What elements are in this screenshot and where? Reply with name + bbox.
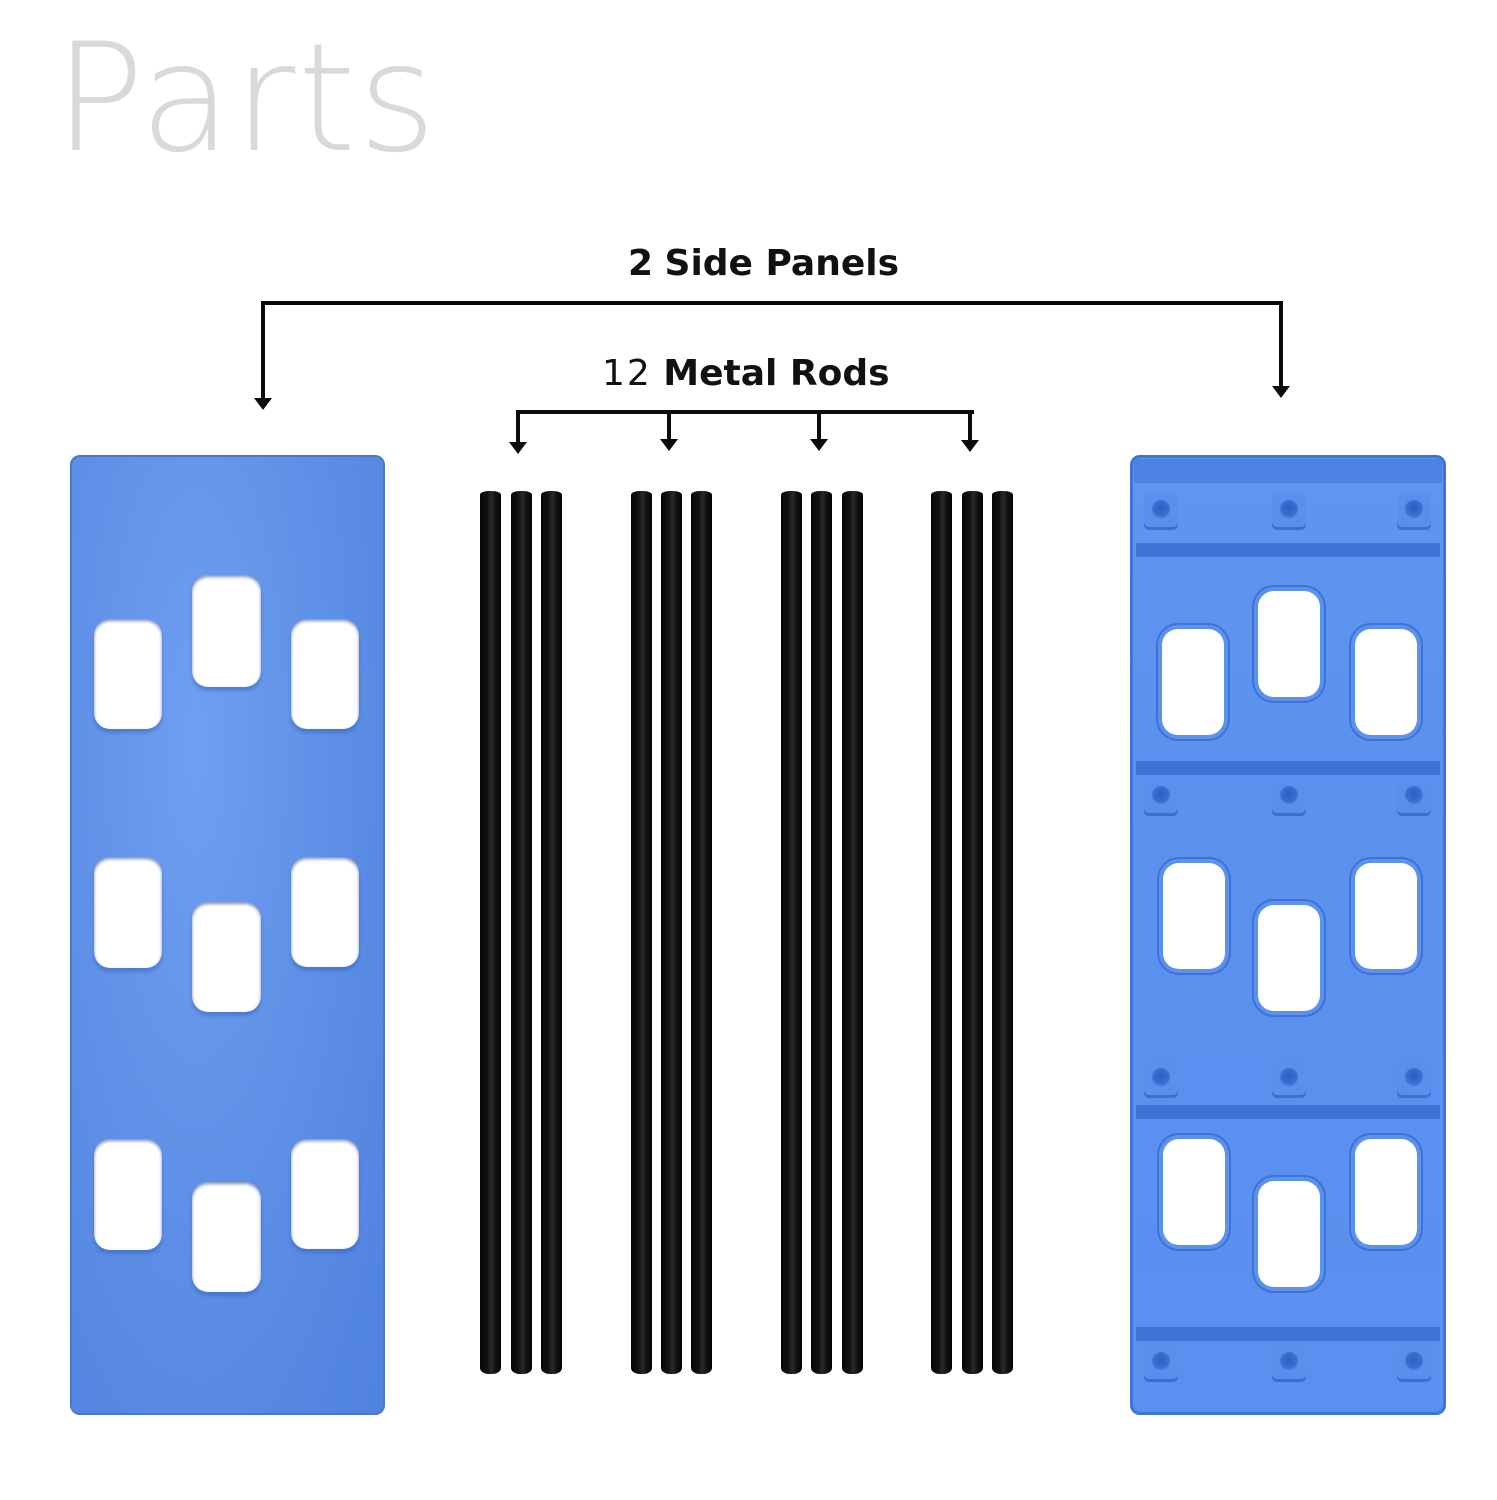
panel-hole [192,575,261,687]
arrow-down-icon [1272,386,1290,398]
panel-hole [1162,629,1224,735]
panel-hole [94,1139,162,1250]
panel-hole [94,857,162,968]
mount-boss [1144,779,1178,813]
panel-hole [291,1139,359,1249]
panel-hole [192,902,261,1012]
mount-boss [1144,1061,1178,1095]
arrow-down-icon [254,398,272,410]
arrow-down-icon [961,440,979,452]
panel-hole [1355,1139,1417,1245]
metal-rods-bracket-drop-3 [817,410,821,441]
mount-boss [1144,493,1178,527]
metal-rod [842,491,863,1374]
panel-rib [1136,1327,1440,1341]
metal-rod [691,491,712,1374]
metal-rod [962,491,983,1374]
metal-rod [811,491,832,1374]
panel-hole [94,619,162,729]
metal-rod [931,491,952,1374]
panel-hole [291,619,359,729]
metal-rods-text: Metal Rods [663,353,890,394]
side-panels-count: 2 [628,243,654,284]
mount-boss [1272,493,1306,527]
panel-hole [1355,629,1417,735]
side-panels-label: 2 Side Panels [628,242,899,286]
side-panel-front [70,455,385,1415]
panel-rib [1136,543,1440,557]
panel-hole [1258,905,1320,1011]
side-panel-back [1130,455,1446,1415]
metal-rods-bracket-top [516,410,974,414]
side-panels-bracket-left [261,301,265,401]
metal-rod [661,491,682,1374]
mount-boss [1144,1345,1178,1379]
metal-rods-label: 12 Metal Rods [602,352,890,396]
mount-boss [1397,779,1431,813]
mount-boss [1397,1061,1431,1095]
mount-boss [1397,493,1431,527]
panel-hole [1355,863,1417,969]
mount-boss [1272,1345,1306,1379]
mount-boss [1272,779,1306,813]
metal-rod [631,491,652,1374]
mount-boss [1272,1061,1306,1095]
metal-rod [511,491,532,1374]
metal-rod [992,491,1013,1374]
side-panels-bracket-right [1279,301,1283,389]
panel-hole [291,857,359,967]
metal-rod [480,491,501,1374]
panel-rib [1136,761,1440,775]
panel-hole [1258,591,1320,697]
panel-hole [1163,863,1225,969]
metal-rods-bracket-drop-4 [968,410,972,442]
arrow-down-icon [810,439,828,451]
metal-rod [541,491,562,1374]
panel-hole [1258,1181,1320,1287]
page-title: Parts [54,12,439,186]
metal-rods-count: 12 [602,353,652,394]
panel-rib [1136,1105,1440,1119]
panel-rib [1134,459,1442,483]
side-panels-text: Side Panels [664,243,900,284]
panel-hole [192,1182,261,1292]
metal-rod [781,491,802,1374]
side-panels-bracket-top [261,301,1283,305]
metal-rods-bracket-drop-1 [516,410,520,444]
metal-rods-bracket-drop-2 [667,410,671,441]
arrow-down-icon [660,439,678,451]
panel-hole [1163,1139,1225,1245]
arrow-down-icon [509,442,527,454]
mount-boss [1397,1345,1431,1379]
